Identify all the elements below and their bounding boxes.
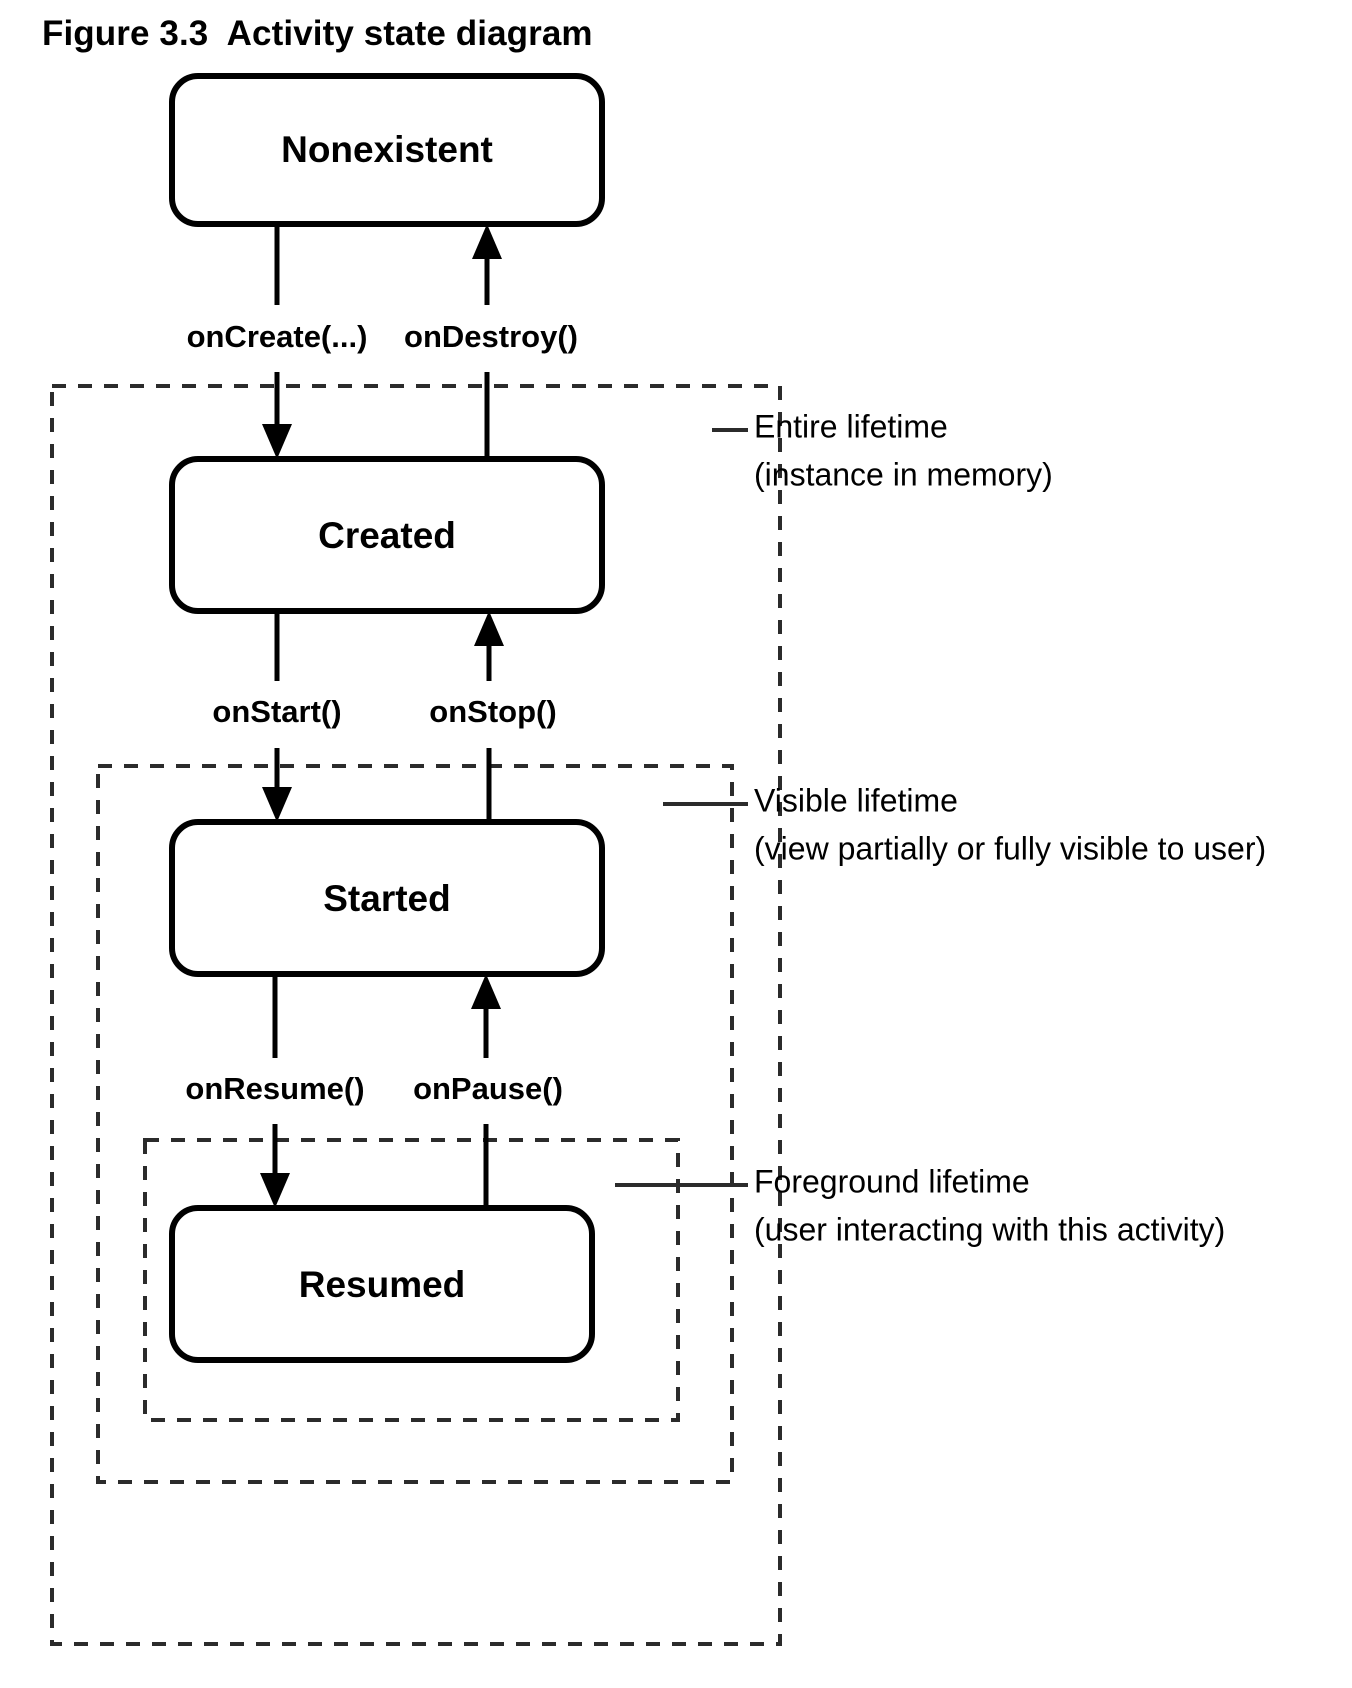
on-destroy-arrowhead <box>472 224 502 259</box>
on-stop-arrowhead <box>474 611 504 646</box>
on-start-arrowhead <box>262 787 292 822</box>
state-created[interactable]: Created <box>169 456 605 614</box>
state-nonexistent-shape[interactable] <box>169 73 605 227</box>
on-pause-label: onPause() <box>413 1071 563 1106</box>
transition-on-resume: onResume() <box>185 974 365 1208</box>
on-destroy-label: onDestroy() <box>404 319 578 354</box>
transition-on-start: onStart() <box>212 611 342 822</box>
entire-lifetime-subtitle: (instance in memory) <box>754 456 1053 492</box>
entire-lifetime-title: Entire lifetime <box>754 408 948 444</box>
state-created-label: Created <box>318 515 456 556</box>
transition-on-pause: onPause() <box>413 974 563 1208</box>
state-started[interactable]: Started <box>169 819 605 977</box>
state-nonexistent[interactable]: Nonexistent <box>169 73 605 227</box>
foreground-lifetime-title: Foreground lifetime <box>754 1163 1030 1199</box>
on-stop-label: onStop() <box>429 694 556 729</box>
on-create-label: onCreate(...) <box>187 319 368 354</box>
figure-title: Figure 3.3 Activity state diagram <box>42 14 593 53</box>
transition-on-create: onCreate(...) <box>187 224 368 459</box>
on-pause-arrowhead <box>471 974 501 1009</box>
state-resumed[interactable]: Resumed <box>169 1205 595 1363</box>
visible-lifetime-subtitle: (view partially or fully visible to user… <box>754 830 1266 866</box>
lifetime-box-visible <box>96 764 734 1484</box>
visible-lifetime-title: Visible lifetime <box>754 782 958 818</box>
lifetime-box-foreground <box>143 1138 680 1422</box>
annotation-foreground-lifetime: Foreground lifetime (user interacting wi… <box>615 1163 1225 1247</box>
foreground-lifetime-subtitle: (user interacting with this activity) <box>754 1211 1225 1247</box>
state-nonexistent-label: Nonexistent <box>281 129 493 170</box>
state-started-shape[interactable] <box>169 819 605 977</box>
state-started-label: Started <box>323 878 450 919</box>
on-resume-arrowhead <box>260 1173 290 1208</box>
transition-on-stop: onStop() <box>429 611 557 822</box>
state-resumed-shape[interactable] <box>169 1205 595 1363</box>
on-start-label: onStart() <box>212 694 341 729</box>
lifetime-box-entire <box>50 384 782 1646</box>
transition-on-destroy: onDestroy() <box>404 224 578 459</box>
state-created-shape[interactable] <box>169 456 605 614</box>
on-create-arrowhead <box>262 424 292 459</box>
annotation-entire-lifetime: Entire lifetime (instance in memory) <box>712 408 1053 492</box>
annotation-visible-lifetime: Visible lifetime (view partially or full… <box>663 782 1266 866</box>
on-resume-label: onResume() <box>185 1071 364 1106</box>
state-resumed-label: Resumed <box>299 1264 466 1305</box>
